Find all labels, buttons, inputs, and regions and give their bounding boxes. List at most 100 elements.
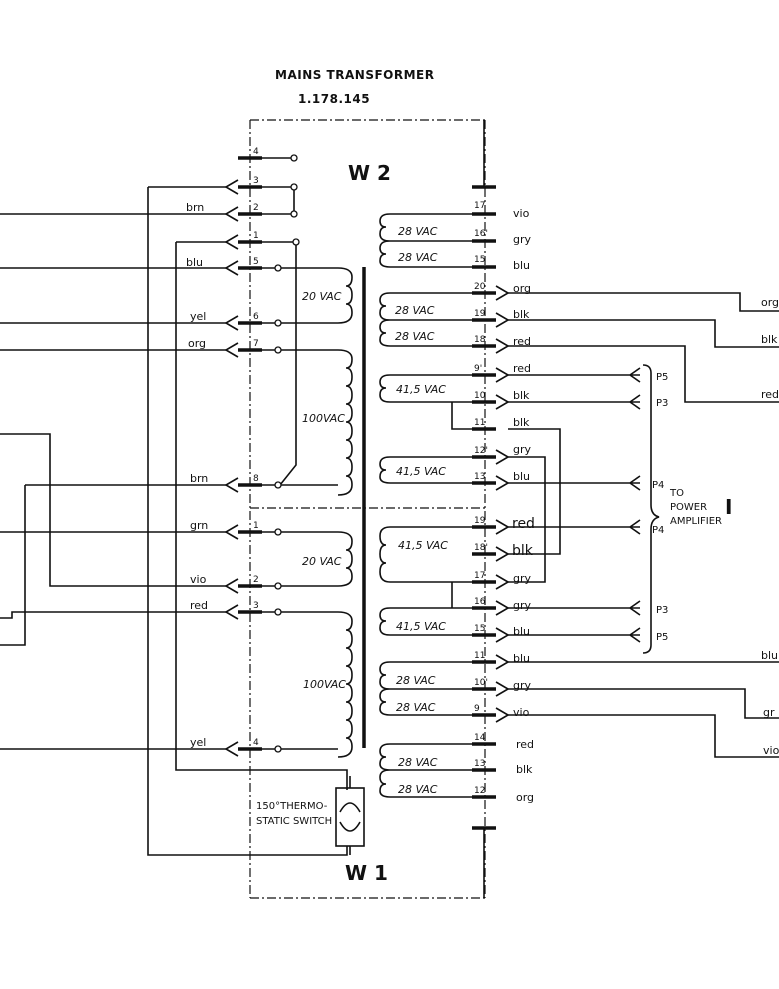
sec-voltage-6: 41,5 VAC — [396, 465, 446, 478]
sec-wire-blk-4: blk — [512, 543, 534, 559]
sec-wire-vio-top: vio — [513, 207, 530, 220]
amplifier-label-roman: I — [725, 495, 732, 519]
connector-p5-top: P5 — [656, 372, 668, 383]
sec-wire-vio-2: vio — [513, 706, 530, 719]
sec-wire-blu-2: blu — [513, 470, 530, 483]
sec-voltage-4: 28 VAC — [395, 330, 435, 343]
sec-pin-10a: 10 — [474, 391, 486, 401]
secondary-wiring — [508, 292, 779, 758]
sec-wire-blk-2: blk — [513, 389, 530, 402]
sec-pin-19a: 19 — [474, 309, 486, 319]
primary-tap-dots — [274, 154, 300, 753]
pin-w1-1: 1 — [253, 521, 259, 531]
sec-pin-20: 20 — [474, 282, 486, 292]
connector-p4-a: P4 — [652, 480, 664, 491]
right-wire-blu: blu — [761, 649, 778, 662]
sec-wire-blk-3: blk — [513, 416, 530, 429]
sec-pin-13a: 13 — [474, 472, 485, 482]
sec-wire-blu-top: blu — [513, 259, 530, 272]
sec-pin-17a: 17 — [474, 201, 485, 211]
wire-label-vio: vio — [190, 573, 207, 586]
sec-wire-gry-2: gry — [513, 443, 532, 456]
sec-voltage-8: 41,5 VAC — [396, 620, 446, 633]
connector-p4-b: P4 — [652, 525, 664, 536]
thermostat-label-2: STATIC SWITCH — [256, 816, 332, 827]
secondary-terminals — [472, 185, 510, 830]
pin-w2-1: 1 — [253, 231, 259, 241]
sec-voltage-11: 28 VAC — [398, 756, 438, 769]
sec-pin-11a: 11 — [474, 418, 485, 428]
pin-w2-6: 6 — [253, 312, 259, 322]
sec-voltage-5: 41,5 VAC — [396, 383, 446, 396]
pin-w2-4: 4 — [253, 147, 259, 157]
title-line-2: 1.178.145 — [298, 92, 370, 106]
sec-pin-16b: 16 — [474, 597, 486, 607]
right-wire-vio: vio — [763, 744, 779, 757]
sec-voltage-9: 28 VAC — [396, 674, 436, 687]
pin-w1-3: 3 — [253, 601, 259, 611]
wire-label-yel-top: yel — [190, 310, 206, 323]
sec-wire-gry-5: gry — [513, 679, 532, 692]
primary-terminals — [224, 156, 262, 757]
winding-label-w2: W 2 — [348, 161, 391, 185]
pin-w1-2: 2 — [253, 575, 259, 585]
sec-pin-14: 14 — [474, 733, 486, 743]
right-wire-blk: blk — [761, 333, 778, 346]
sec-wire-org: org — [513, 282, 531, 295]
connector-p3-top: P3 — [656, 398, 668, 409]
sec-pin-9a: 9' — [474, 364, 482, 374]
right-wire-gr: gr — [763, 706, 775, 719]
secondary-coils — [379, 120, 485, 898]
wire-label-blu: blu — [186, 256, 203, 269]
wire-label-red: red — [190, 599, 208, 612]
sec-wire-org-2: org — [516, 791, 534, 804]
sec-voltage-2: 28 VAC — [398, 251, 438, 264]
sec-pin-10b: 10' — [474, 678, 488, 688]
transformer-outline — [249, 119, 486, 899]
connector-p3-bottom: P3 — [656, 605, 668, 616]
amplifier-label-3: AMPLIFIER — [670, 516, 722, 527]
wire-label-grn: grn — [190, 519, 208, 532]
sec-pin-13b: 13 — [474, 759, 485, 769]
sec-wire-gry-top: gry — [513, 233, 532, 246]
sec-wire-gry-4: gry — [513, 599, 532, 612]
sec-pin-17b: 17 — [474, 571, 485, 581]
sec-wire-gry-3: gry — [513, 572, 532, 585]
right-wire-org: org — [761, 296, 779, 309]
sec-wire-red-3: red — [512, 516, 535, 532]
sec-voltage-12: 28 VAC — [398, 783, 438, 796]
pin-w2-5: 5 — [253, 257, 259, 267]
sec-pin-12b: 12 — [474, 786, 485, 796]
sec-pin-12a: 12' — [474, 446, 488, 456]
sec-wire-red-4: red — [516, 738, 534, 751]
sec-pin-15b: 15 — [474, 624, 485, 634]
sec-wire-red-1: red — [513, 335, 531, 348]
sec-pin-15a: 15 — [474, 255, 485, 265]
sec-voltage-3: 28 VAC — [395, 304, 435, 317]
winding-label-w1: W 1 — [345, 861, 388, 885]
right-wire-red: red — [761, 388, 779, 401]
pin-w2-3: 3 — [253, 176, 259, 186]
wire-label-brn-top: brn — [186, 201, 204, 214]
sec-wire-blk-5: blk — [516, 763, 533, 776]
primary-voltage-4: 100VAC — [303, 678, 346, 691]
primary-voltage-2: 100VAC — [302, 412, 345, 425]
sec-pin-9b: 9 — [474, 704, 480, 714]
sec-voltage-7: 41,5 VAC — [398, 539, 448, 552]
amplifier-label-2: POWER — [670, 502, 707, 513]
thermostat-label-1: 150°THERMO- — [256, 801, 328, 812]
wire-label-brn-bottom: brn — [190, 472, 208, 485]
amplifier-label-1: TO — [669, 488, 684, 499]
primary-wiring — [0, 157, 348, 856]
sec-wire-blk-1: blk — [513, 308, 530, 321]
pin-w1-4: 4 — [253, 738, 259, 748]
sec-voltage-10: 28 VAC — [396, 701, 436, 714]
primary-voltage-3: 20 VAC — [302, 555, 342, 568]
sec-pin-19b: 19 — [474, 516, 486, 526]
title-line-1: MAINS TRANSFORMER — [275, 68, 434, 82]
sec-wire-blu-3: blu — [513, 625, 530, 638]
sec-wire-red-2: red — [513, 362, 531, 375]
sec-pin-11b: 11 — [474, 651, 485, 661]
wire-label-org: org — [188, 337, 206, 350]
